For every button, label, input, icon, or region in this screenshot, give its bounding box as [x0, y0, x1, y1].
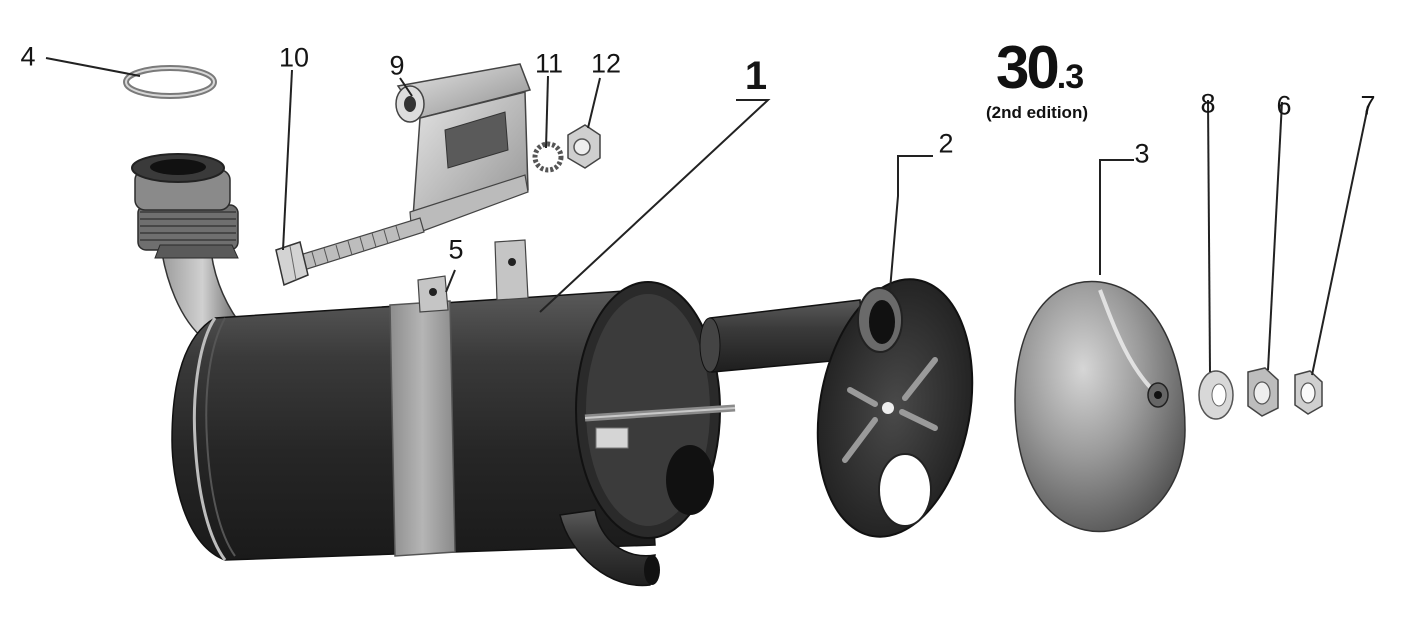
- inlet-elbow-part: [131, 153, 247, 341]
- callout-7: 7: [1360, 90, 1376, 121]
- bracket-part: [395, 63, 532, 236]
- edition-label: (2nd edition): [986, 103, 1088, 122]
- callout-10: 10: [278, 42, 310, 73]
- bolt-part: [275, 217, 425, 287]
- nut-part-12: [567, 124, 601, 169]
- callout-5: 5: [448, 234, 464, 265]
- silencer-body-part: [171, 239, 736, 587]
- diagram-number-sub: .3: [1056, 58, 1084, 96]
- nut-part-6: [1247, 367, 1279, 417]
- baffle-plate-part: [699, 278, 974, 538]
- seal-ring-part: [123, 65, 217, 99]
- lock-washer-part: [532, 141, 564, 173]
- callout-3: 3: [1134, 138, 1150, 169]
- leader-lines: [45, 57, 1369, 376]
- diagram-number: 30.3: [996, 38, 1084, 98]
- flat-washer-part: [1198, 370, 1234, 420]
- callout-11: 11: [534, 48, 564, 79]
- nut-part-7: [1294, 370, 1323, 415]
- callout-12: 12: [590, 48, 622, 79]
- callout-8: 8: [1200, 88, 1216, 119]
- callout-2: 2: [938, 128, 954, 159]
- callout-4: 4: [20, 41, 36, 72]
- callout-6: 6: [1276, 90, 1292, 121]
- diagram-number-main: 30: [996, 34, 1060, 101]
- callout-9: 9: [389, 50, 405, 81]
- end-cap-part: [1014, 280, 1186, 533]
- callout-1: 1: [744, 54, 768, 98]
